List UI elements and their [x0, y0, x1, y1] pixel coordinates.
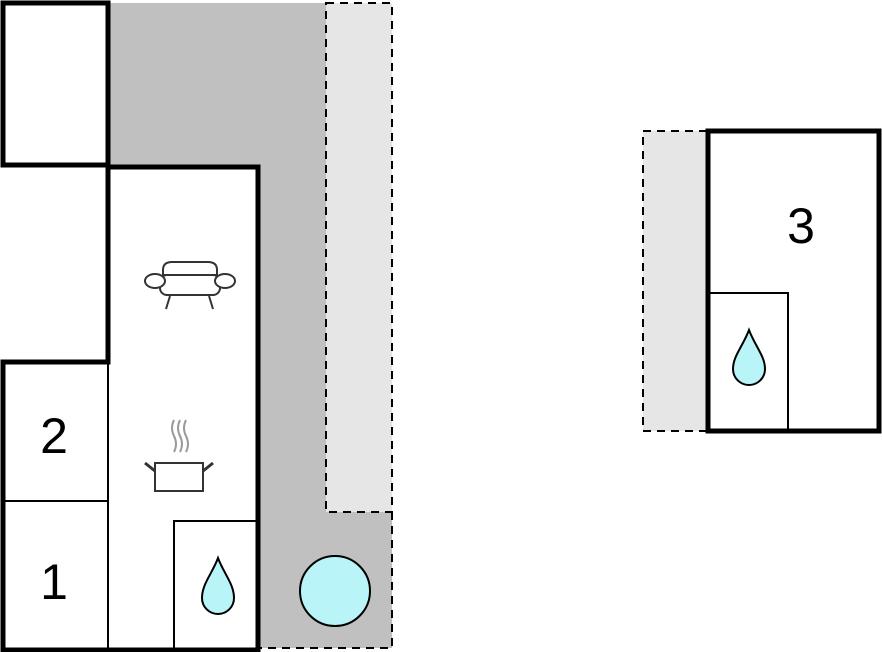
cooking-pot-icon [144, 419, 214, 492]
room-top-left [0, 0, 111, 168]
outdoor-strip-left [325, 2, 393, 513]
water-drop-icon [200, 555, 236, 615]
right-building-walls [705, 128, 882, 434]
terrace-area [110, 3, 392, 648]
bathroom-walls [173, 520, 258, 650]
room-number-2: 2 [40, 408, 68, 464]
terrace-dashed-edge [258, 512, 393, 649]
room-number-3: 3 [787, 198, 815, 254]
room-number-1: 1 [40, 554, 68, 610]
outdoor-strip-right [642, 130, 708, 432]
water-drop-icon [731, 327, 767, 386]
pool-icon [299, 555, 371, 627]
sofa-icon [144, 261, 236, 310]
right-bathroom-walls [708, 292, 789, 431]
